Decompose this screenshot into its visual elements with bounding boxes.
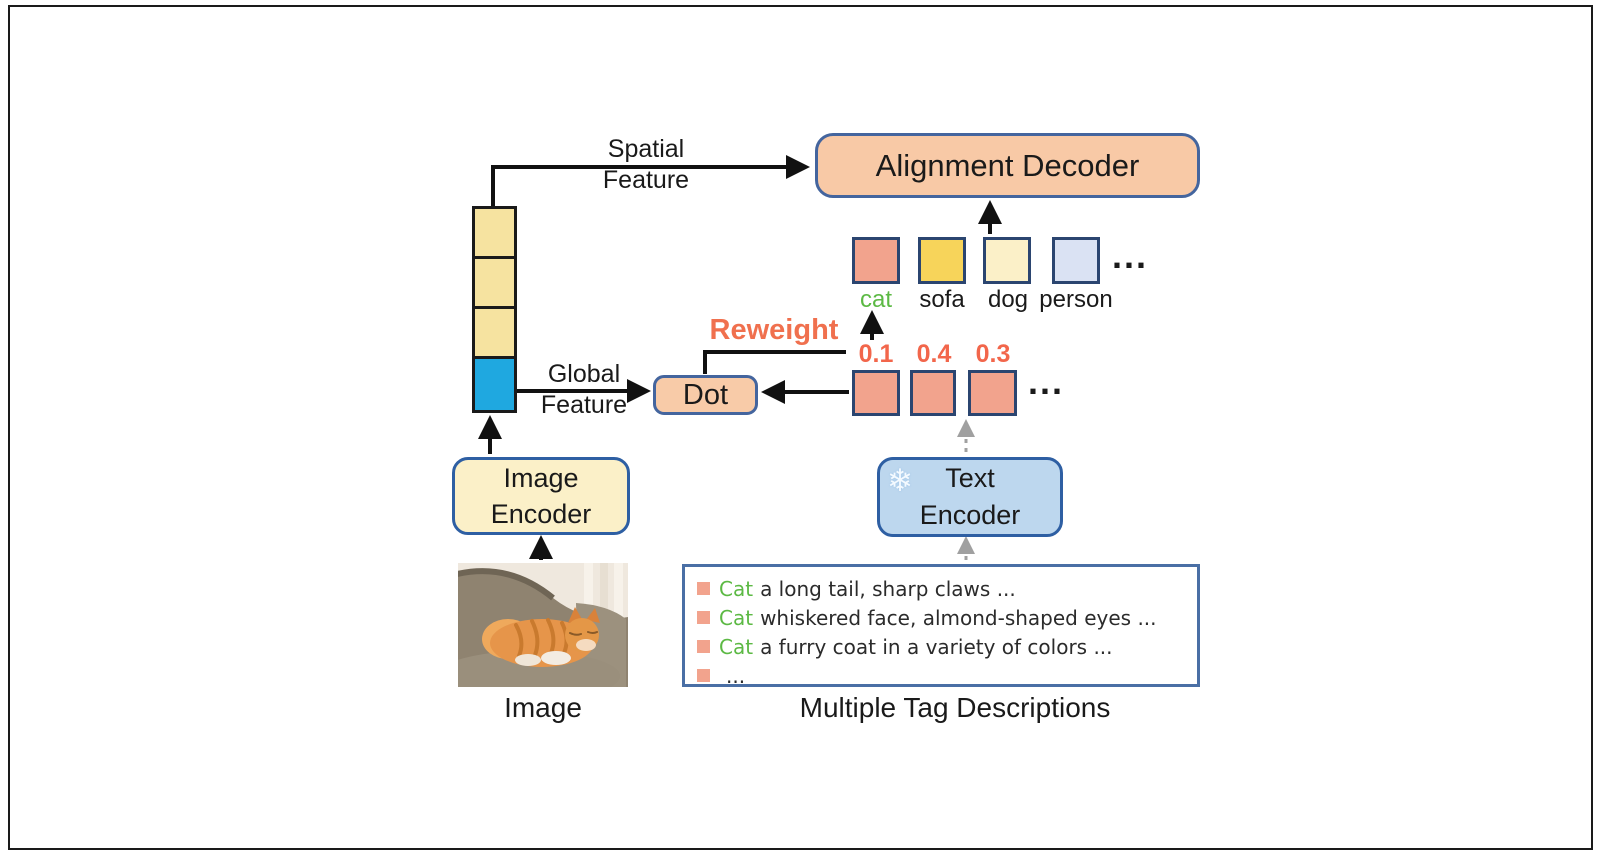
description-tag: Cat: [719, 576, 754, 601]
embedding-row-ellipsis: ...: [1028, 361, 1065, 402]
description-text: ...: [726, 663, 746, 688]
weight-value-3: 0.3: [975, 340, 1011, 368]
tag-label-cat: cat: [859, 286, 893, 313]
tag-label-sofa: sofa: [919, 286, 965, 313]
text-encoder-box: ❄ Text Encoder: [877, 457, 1063, 537]
spatial-feature-cell-2: [472, 256, 517, 309]
dot-product-box: Dot: [653, 375, 758, 415]
description-tag: Cat: [719, 605, 754, 630]
tag-label-dog: dog: [987, 286, 1029, 313]
alignment-decoder-box: Alignment Decoder: [815, 133, 1200, 198]
spatial-feature-cell-1: [472, 206, 517, 259]
snowflake-icon: ❄: [887, 463, 913, 498]
description-text: whiskered face, almond-shaped eyes ...: [760, 605, 1157, 630]
global-feature-label: Global Feature: [540, 360, 628, 419]
bullet-square-icon: [697, 669, 710, 682]
reweight-label: Reweight: [709, 314, 839, 346]
spatial-feature-label: Spatial Feature: [602, 135, 690, 194]
global-feature-cell: [472, 356, 517, 413]
text-embedding-box-2: [910, 370, 956, 416]
descriptions-caption: Multiple Tag Descriptions: [799, 692, 1111, 723]
cat-image-illustration: [458, 563, 628, 687]
description-row: ...: [695, 661, 1197, 690]
bullet-square-icon: [697, 611, 710, 624]
description-tag: Cat: [719, 634, 754, 659]
tag-box-cat: [852, 237, 900, 284]
image-caption: Image: [504, 692, 582, 723]
tag-label-person: person: [1039, 286, 1113, 313]
tag-box-dog: [983, 237, 1031, 284]
text-encoder-label: Text Encoder: [919, 463, 1021, 530]
description-text: a furry coat in a variety of colors ...: [760, 634, 1113, 659]
bullet-square-icon: [697, 582, 710, 595]
bullet-square-icon: [697, 640, 710, 653]
description-text: a long tail, sharp claws ...: [760, 576, 1016, 601]
text-embedding-box-3: [968, 370, 1017, 416]
alignment-decoder-label: Alignment Decoder: [875, 147, 1140, 183]
tag-box-person: [1052, 237, 1100, 284]
dot-product-label: Dot: [682, 378, 729, 411]
input-cat-image: [458, 563, 628, 687]
image-encoder-box: Image Encoder: [452, 457, 630, 535]
spatial-feature-cell-3: [472, 306, 517, 359]
tag-row-ellipsis: ...: [1112, 235, 1149, 276]
weight-value-2: 0.4: [916, 340, 952, 368]
text-embedding-box-1: [852, 370, 900, 416]
image-encoder-label: Image Encoder: [490, 463, 592, 529]
weight-value-1: 0.1: [858, 340, 894, 368]
tag-box-sofa: [918, 237, 966, 284]
figure-border-frame: [8, 5, 1593, 850]
